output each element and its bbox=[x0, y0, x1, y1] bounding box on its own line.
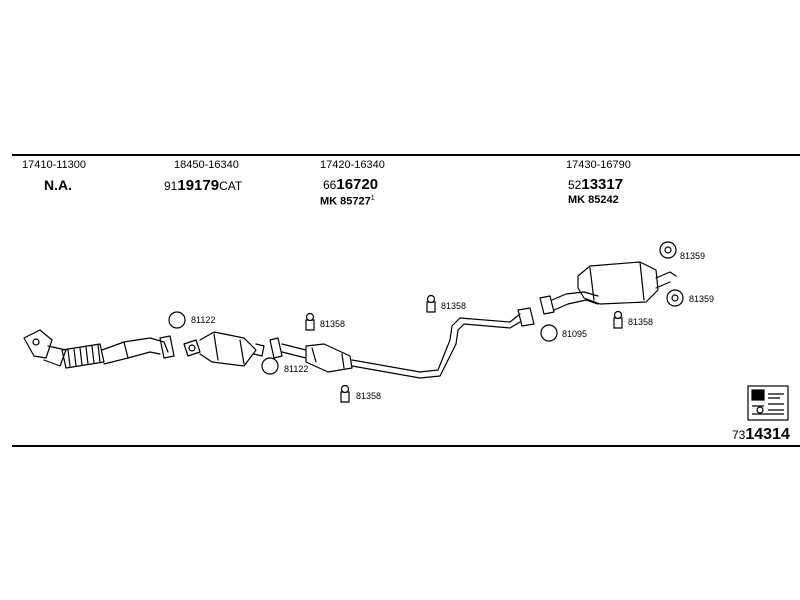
hanger-icon bbox=[666, 289, 684, 307]
top-rule bbox=[12, 154, 800, 156]
catalog-reference-icon bbox=[747, 385, 789, 421]
oe-number-4: 17430-16790 bbox=[566, 159, 631, 171]
bottom-rule bbox=[12, 445, 800, 447]
ring-label: 81095 bbox=[562, 329, 588, 339]
part-prefix: 66 bbox=[323, 178, 337, 192]
diagram-reference-number: 7314314 bbox=[732, 426, 790, 444]
middle-pipe-part bbox=[269, 307, 535, 379]
part-number-2: 9119179CAT bbox=[164, 178, 242, 193]
bolt-label: 81358 bbox=[628, 317, 654, 327]
front-pipe-part bbox=[23, 329, 175, 369]
hanger-label: 81359 bbox=[689, 294, 715, 304]
gasket-icon bbox=[168, 311, 186, 329]
rear-muffler-part bbox=[539, 261, 677, 315]
reference-main: 14314 bbox=[745, 426, 790, 443]
part-suffix: CAT bbox=[219, 179, 243, 193]
gasket-label: 81122 bbox=[284, 364, 309, 374]
catalytic-converter-part bbox=[183, 331, 265, 367]
bolt-icon bbox=[426, 294, 436, 313]
oe-number-1: 17410-11300 bbox=[22, 159, 87, 171]
gasket-label: 81122 bbox=[191, 315, 216, 325]
part-number-3: 6616720 bbox=[323, 177, 378, 192]
part-prefix: 52 bbox=[568, 178, 582, 192]
bolt-label: 81358 bbox=[320, 319, 346, 329]
hanger-label: 81359 bbox=[680, 251, 706, 261]
bolt-icon bbox=[340, 384, 350, 403]
part-main: 13317 bbox=[581, 176, 624, 193]
part-main: 16720 bbox=[336, 176, 379, 193]
hanger-icon bbox=[659, 241, 677, 259]
bolt-label: 81358 bbox=[356, 391, 382, 401]
part-prefix: 91 bbox=[164, 179, 178, 193]
part-main: 19179 bbox=[177, 177, 220, 194]
bolt-label: 81358 bbox=[441, 301, 467, 311]
mk-number-3: MK 857271 bbox=[320, 195, 375, 208]
part-number-4: 5213317 bbox=[568, 177, 623, 192]
reference-prefix: 73 bbox=[732, 428, 746, 442]
mk-label: MK 85727 bbox=[320, 195, 371, 208]
oe-number-2: 18450-16340 bbox=[174, 159, 239, 171]
oe-number-3: 17420-16340 bbox=[320, 159, 385, 171]
bolt-icon bbox=[305, 312, 315, 331]
ring-icon bbox=[540, 324, 558, 342]
mk-number-4: MK 85242 bbox=[568, 194, 619, 206]
bolt-icon bbox=[613, 310, 623, 329]
mk-superscript: 1 bbox=[370, 195, 375, 202]
gasket-icon bbox=[261, 357, 279, 375]
status-label: N.A. bbox=[44, 177, 72, 193]
